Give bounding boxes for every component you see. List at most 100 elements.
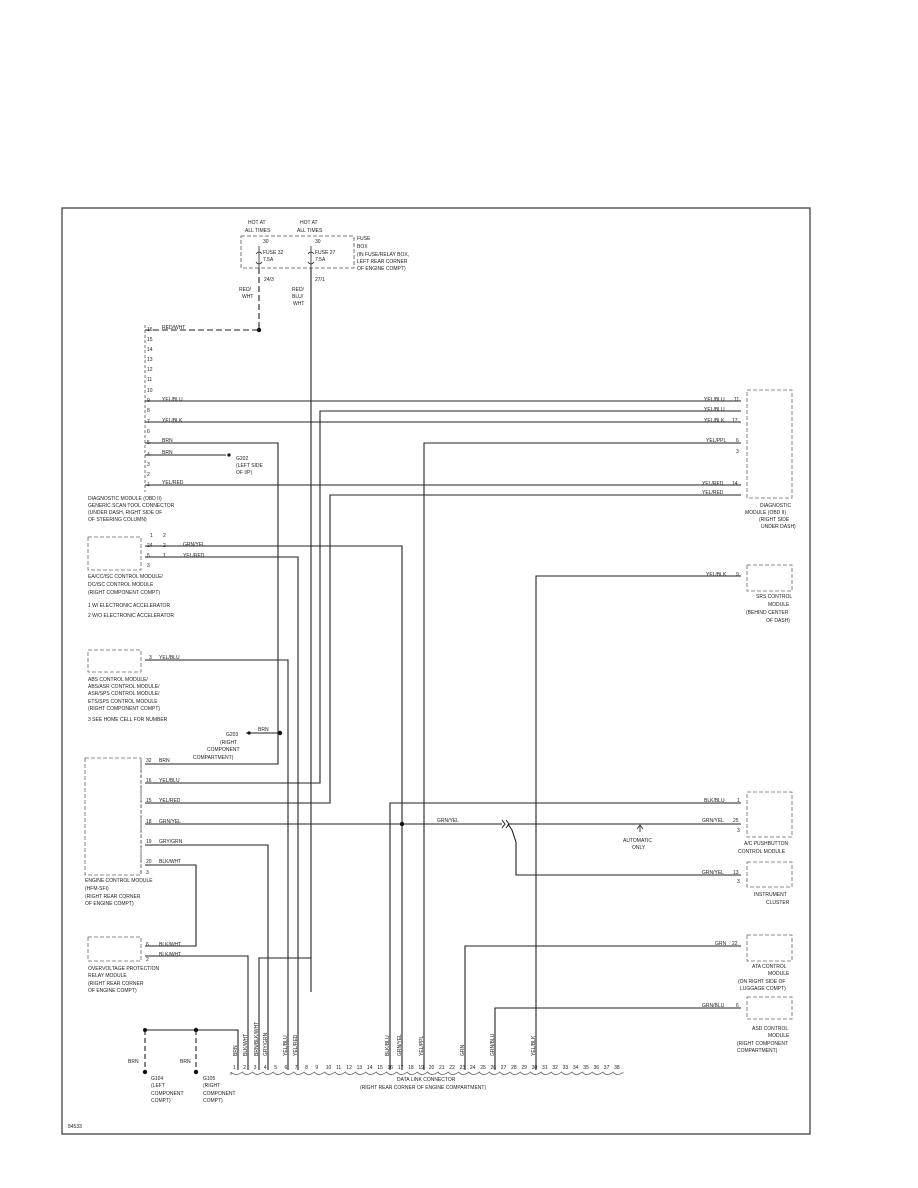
fuse-box-location: (IN FUSE/RELAY BOX, [357,252,409,258]
diag-title-2: MODULE (OBD II) [745,510,786,516]
ac-pin-25: 25 [733,818,739,824]
dlc-pin-9: 9 [147,398,150,404]
diag-wire-2: YEL/BLU [704,407,725,413]
data-link-pin-36: 36 [594,1065,600,1071]
data-link-pin-29: 29 [521,1065,527,1071]
asd-title: ASD CONTROL [752,1026,788,1032]
fuse27-hot-label: HOT AT [300,220,318,226]
diag-pin-14: 14 [732,481,738,487]
dlc-pin-8: 8 [147,408,150,414]
abs-title-4: ETS/SPS CONTROL MODULE [88,699,158,705]
data-link-pin-28: 28 [511,1065,517,1071]
diag-title: DIAGNOSTIC [760,503,792,509]
ac-title-2: CONTROL MODULE [738,849,786,855]
bottom-wire-label-7: BLK/BLU [385,1035,391,1056]
fuse32-wire-color: RED/ [239,287,252,293]
ovp-location-2: OF ENGINE COMPT) [88,988,137,994]
abs-wire: YEL/BLU [159,655,180,661]
data-link-pin-9: 9 [315,1065,318,1071]
data-link-pin-16: 16 [388,1065,394,1071]
data-link-pin-37: 37 [604,1065,610,1071]
abs-pin: 3 [149,655,152,661]
asd-location-2: COMPARTMENT) [737,1048,778,1054]
ac-wire-1: BLK/BLU [704,798,725,804]
diagnostic-module: YEL/BLU 11 YEL/BLU YEL/BLK 17 YEL/PPL 6 … [702,389,796,530]
g105-wire: BRN [180,1059,191,1065]
fuse27-wire-color: RED/ [292,287,305,293]
fuse32-wire-color-2: WHT [242,294,253,300]
switch-marker [501,819,510,829]
dlc-pin-1: 1 [147,482,150,488]
data-link-connector-shell [230,1071,624,1075]
fuse32-terminal: 30 [263,239,269,245]
g104-label: G104 [151,1076,163,1082]
bottom-wire-label-9: YEL/PPL [419,1035,425,1056]
fuse32-rating: 7.5A [263,257,274,263]
data-link-pin-27: 27 [501,1065,507,1071]
fuse-box-location-2: LEFT REAR CORNER [357,259,408,265]
g202-location: (LEFT SIDE [236,463,264,469]
srs-title: SRS CONTROL [756,594,792,600]
bottom-wire-label-10: GRN [460,1045,466,1057]
dlc-wire-1: YEL/RED [162,480,184,486]
data-link-pin-20: 20 [429,1065,435,1071]
srs-wire: YEL/BLK [706,572,727,578]
ic-wire: GRN/YEL [702,870,724,876]
fuse-box-location-3: OF ENGINE COMPT) [357,266,406,272]
data-link-pin-24: 24 [470,1065,476,1071]
data-link-pin-17: 17 [398,1065,404,1071]
asd-wire: GRN/BLU [702,1003,725,1009]
ata-pin: 22 [732,941,738,947]
bottom-data-link-connector: BRN BRN G104 (LEFT COMPONENT COMPT) G105… [128,1022,624,1104]
ovp-wire-2: BLK/WHT [159,952,181,958]
abs-title-2: ABS/ASR CONTROL MODULE/ [88,684,160,690]
asd-location: (RIGHT COMPONENT [737,1041,788,1047]
data-link-pin-22: 22 [449,1065,455,1071]
page-id: 84533 [68,1124,82,1130]
fuse32-connector: 24/3 [264,277,274,283]
data-link-pin-34: 34 [573,1065,579,1071]
ea-wire-2: YEL/RED [183,553,205,559]
ovp-pin-6: 6 [146,942,149,948]
ea-control-module: 1 2 24 2 5 1 3 GRN/YEL YEL/RED EA/CC/ISC… [87,533,205,619]
bottom-wire-label-6: YEL/RED [293,1034,299,1056]
dlc-title: DIAGNOSTIC MODULE (OBD II) [88,496,162,502]
diag-location-2: UNDER DASH) [761,524,796,530]
diag-wire-1: YEL/BLU [704,397,725,403]
data-link-pin-6: 6 [285,1065,288,1071]
dlc-pin-13: 13 [147,357,153,363]
ecm-wire-32: BRN [159,758,170,764]
ic-title: INSTRUMENT [754,892,787,898]
fuse27-rating: 7.5A [315,257,326,263]
abs-note: 3 SEE HOME CELL FOR NUMBER [88,717,168,723]
g202-location-2: OF I/P) [236,470,252,476]
ac-pushbutton-module: BLK/BLU 1 GRN/YEL 25 3 GRN/YEL AUTOMATIC… [437,791,793,855]
fuse27-connector: 27/1 [315,277,325,283]
dlc-pin-14: 14 [147,347,153,353]
ecm-wire-15: YEL/RED [159,798,181,804]
data-link-connector-title: DATA LINK CONNECTOR [397,1077,456,1083]
dlc-wire-4: BRN [162,450,173,456]
dlc-wire-9: YEL/BLU [162,397,183,403]
srs-pin: 9 [736,572,739,578]
data-link-pin-26: 26 [491,1065,497,1071]
dlc-pin-5: 5 [147,440,150,446]
fuse-box-title: FUSE [357,236,371,242]
g203-ground: BRN G203 (RIGHT COMPONENT COMPARTMENT) [193,727,269,761]
data-link-pin-31: 31 [542,1065,548,1071]
data-link-pin-11: 11 [336,1065,341,1071]
fuse32-hot-label: HOT AT [248,220,266,226]
fuse27-hot-label-2: ALL TIMES [297,228,323,234]
g104-wire: BRN [128,1059,139,1065]
dlc-wire-5: BRN [162,438,173,444]
ea-header-2: 2 [163,533,166,539]
diag-pin-17: 17 [732,418,738,424]
automatic-only-note-2: ONLY [632,845,646,851]
ecm-pin-32: 32 [146,758,152,764]
ea-note-2: 2 W/O ELECTRONIC ACCELERATOR [88,613,174,619]
bottom-wire-label-5: YEL/BLU [283,1035,289,1056]
fuse27-wire-color-2: BLU/ [292,294,304,300]
g203-location-3: COMPARTMENT) [193,755,234,761]
data-link-pin-23: 23 [460,1065,466,1071]
